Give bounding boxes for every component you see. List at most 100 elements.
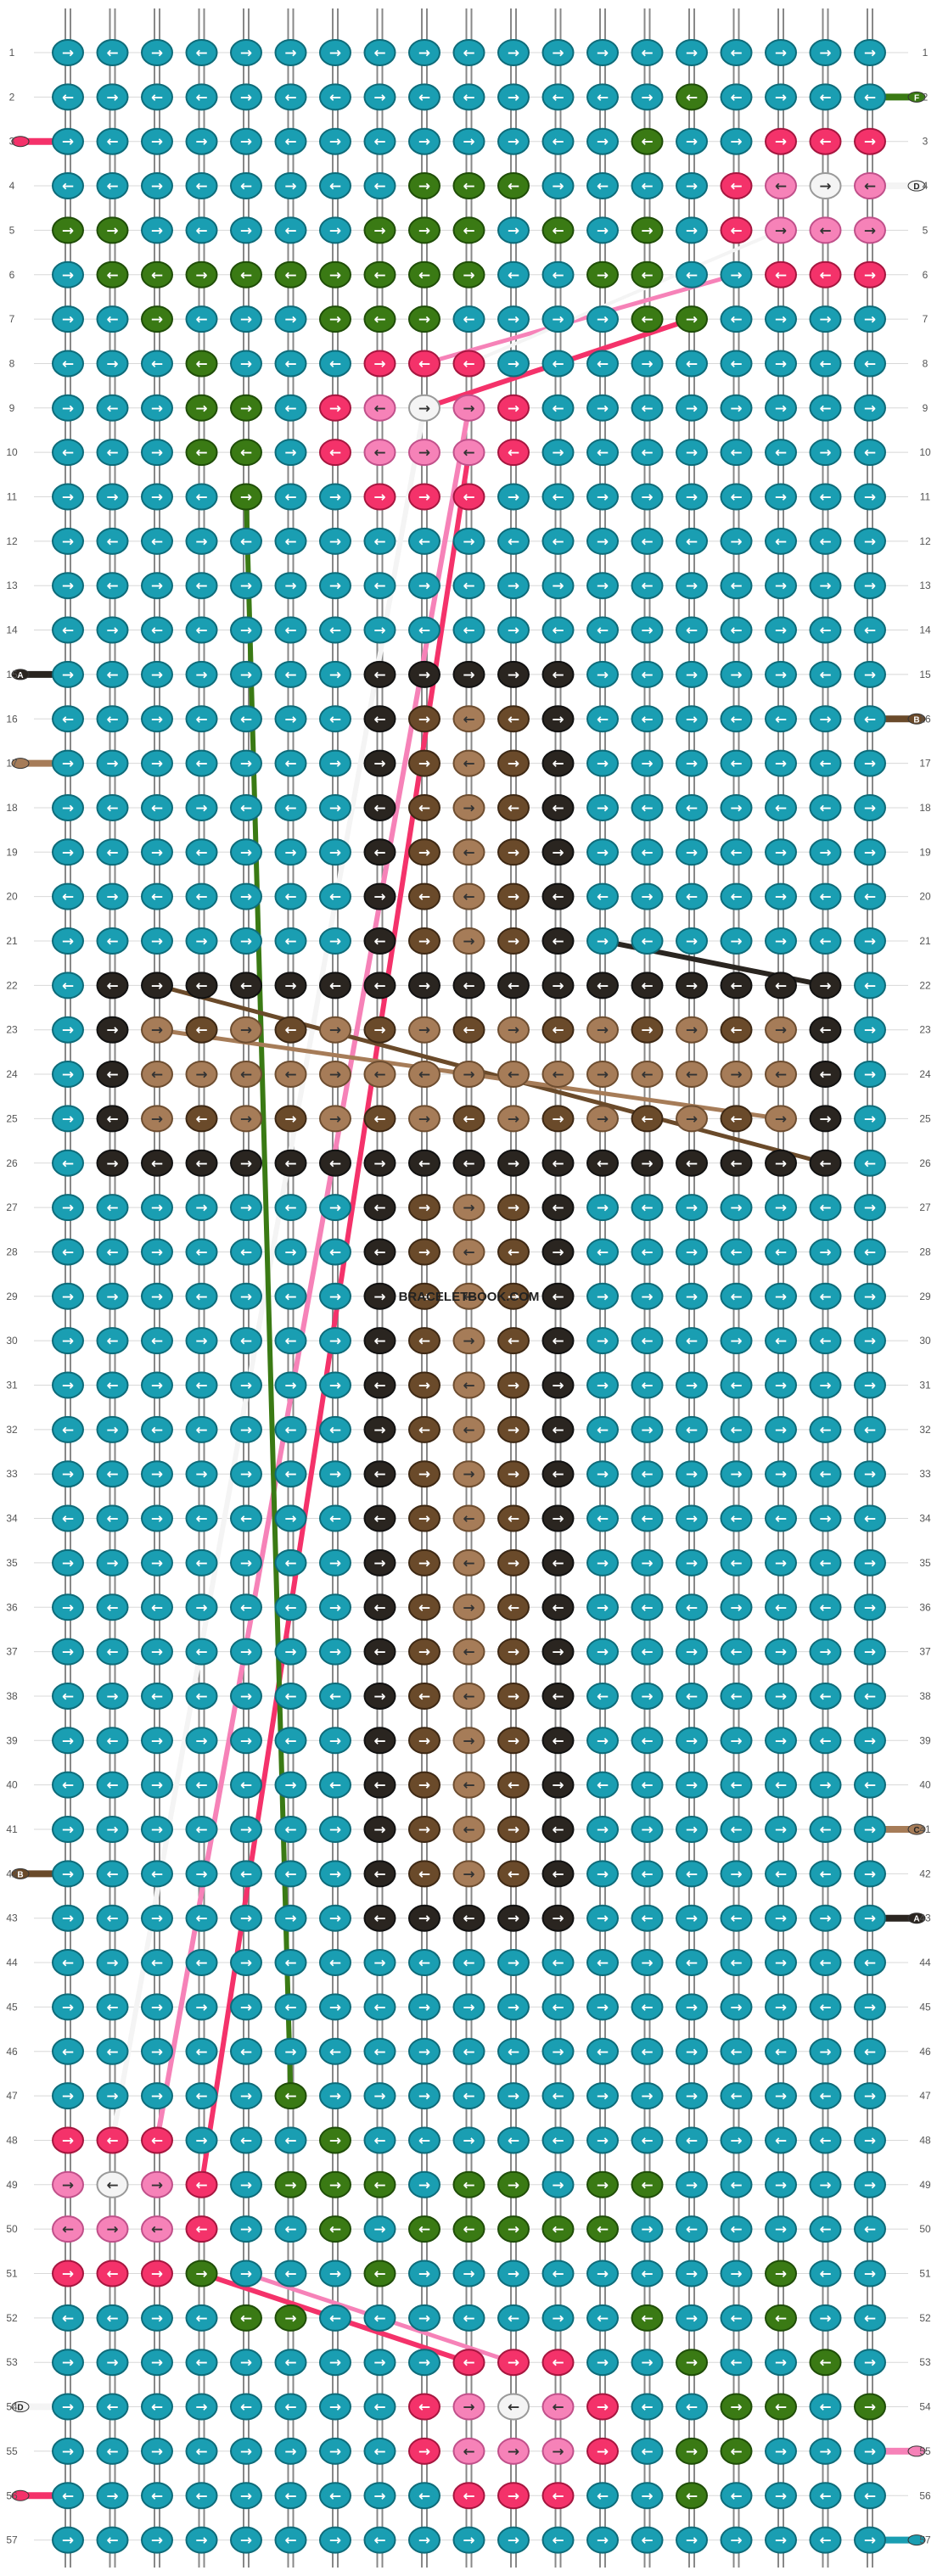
arrow-left-icon: ← <box>552 222 564 239</box>
arrow-right-icon: → <box>463 1599 474 1616</box>
arrow-right-icon: → <box>329 1822 341 1839</box>
arrow-left-icon: ← <box>106 800 118 817</box>
knot: → <box>408 660 440 688</box>
arrow-left-icon: ← <box>329 1156 341 1173</box>
knot: ← <box>720 1682 753 1710</box>
arrow-right-icon: → <box>508 1999 519 2016</box>
arrow-left-icon: ← <box>597 977 609 994</box>
arrow-right-icon: → <box>151 2088 163 2105</box>
knot: → <box>497 2437 530 2465</box>
arrow-left-icon: ← <box>730 711 742 728</box>
knot: ← <box>809 2082 842 2110</box>
arrow-left-icon: ← <box>819 534 831 551</box>
knot: ← <box>720 2170 753 2198</box>
arrow-right-icon: → <box>597 2444 609 2461</box>
arrow-left-icon: ← <box>463 977 474 994</box>
knot: ← <box>676 1327 708 1355</box>
arrow-right-icon: → <box>508 1822 519 1839</box>
knot: ← <box>586 972 619 1000</box>
arrow-left-icon: ← <box>775 2400 787 2416</box>
arrow-right-icon: → <box>730 267 742 284</box>
arrow-right-icon: → <box>151 1289 163 1306</box>
knot: ← <box>497 1771 530 1799</box>
knot: ← <box>96 394 129 422</box>
knot: → <box>452 2126 485 2154</box>
arrow-left-icon: ← <box>819 400 831 417</box>
knot: → <box>586 305 619 333</box>
knot: → <box>52 1371 84 1399</box>
arrow-right-icon: → <box>864 222 876 239</box>
arrow-right-icon: → <box>329 1644 341 1661</box>
knot: → <box>765 483 797 511</box>
row-number-left: 30 <box>6 1335 18 1347</box>
knot: → <box>230 616 262 644</box>
knot: ← <box>363 793 396 821</box>
arrow-left-icon: ← <box>864 1955 876 1972</box>
arrow-left-icon: ← <box>373 2400 385 2416</box>
knot: → <box>676 660 708 688</box>
arrow-right-icon: → <box>418 667 430 684</box>
knot: ← <box>274 1016 307 1044</box>
knot: → <box>230 483 262 511</box>
knot: → <box>230 1993 262 2021</box>
arrow-left-icon: ← <box>819 2088 831 2105</box>
knot: → <box>720 1061 753 1089</box>
knot: ← <box>141 527 173 555</box>
knot: ← <box>586 1949 619 1977</box>
arrow-right-icon: → <box>329 2266 341 2283</box>
row-number-right: 7 <box>923 313 929 325</box>
knot: ← <box>720 882 753 910</box>
arrow-right-icon: → <box>240 1733 252 1750</box>
knot: → <box>541 838 575 866</box>
arrow-right-icon: → <box>819 1778 831 1795</box>
arrow-left-icon: ← <box>418 1688 430 1705</box>
arrow-left-icon: ← <box>463 1555 474 1572</box>
arrow-left-icon: ← <box>373 1111 385 1128</box>
arrow-right-icon: → <box>418 1911 430 1928</box>
row-number-right: 14 <box>919 624 931 636</box>
arrow-right-icon: → <box>62 1999 74 2016</box>
knot: → <box>765 1993 797 2021</box>
arrow-right-icon: → <box>686 711 698 728</box>
arrow-left-icon: ← <box>373 2177 385 2194</box>
arrow-right-icon: → <box>151 1200 163 1217</box>
arrow-right-icon: → <box>62 1022 74 1039</box>
row-number-right: 40 <box>919 1779 931 1791</box>
knot: → <box>230 1904 262 1932</box>
knot: → <box>141 1548 173 1576</box>
knot: ← <box>541 260 575 288</box>
arrow-left-icon: ← <box>864 2221 876 2238</box>
arrow-left-icon: ← <box>195 578 207 595</box>
knot: ← <box>452 1548 485 1576</box>
knot: → <box>765 2526 797 2554</box>
knot: → <box>96 83 129 111</box>
arrow-left-icon: ← <box>151 2488 163 2505</box>
arrow-left-icon: ← <box>195 2444 207 2461</box>
arrow-left-icon: ← <box>373 977 385 994</box>
arrow-right-icon: → <box>864 1022 876 1039</box>
knot: ← <box>452 1682 485 1710</box>
arrow-right-icon: → <box>775 1911 787 1928</box>
knot: ← <box>541 1593 575 1621</box>
arrow-left-icon: ← <box>463 756 474 773</box>
arrow-left-icon: ← <box>819 1733 831 1750</box>
knot: ← <box>274 2482 307 2510</box>
knot: ← <box>452 1371 485 1399</box>
knot: → <box>497 882 530 910</box>
knot: → <box>765 1816 797 1843</box>
knot: → <box>319 2526 351 2554</box>
knot: ← <box>185 2037 218 2065</box>
row-number-right: 46 <box>919 2046 931 2058</box>
knot: → <box>854 1460 886 1488</box>
arrow-left-icon: ← <box>463 1111 474 1128</box>
knot: → <box>230 216 262 244</box>
knot: ← <box>809 2393 842 2421</box>
knot: ← <box>809 2215 842 2243</box>
arrow-left-icon: ← <box>552 933 564 950</box>
knot: → <box>230 1682 262 1710</box>
arrow-left-icon: ← <box>597 445 609 462</box>
arrow-right-icon: → <box>62 2266 74 2283</box>
knot: ← <box>497 172 530 200</box>
knot: → <box>274 1638 307 1666</box>
